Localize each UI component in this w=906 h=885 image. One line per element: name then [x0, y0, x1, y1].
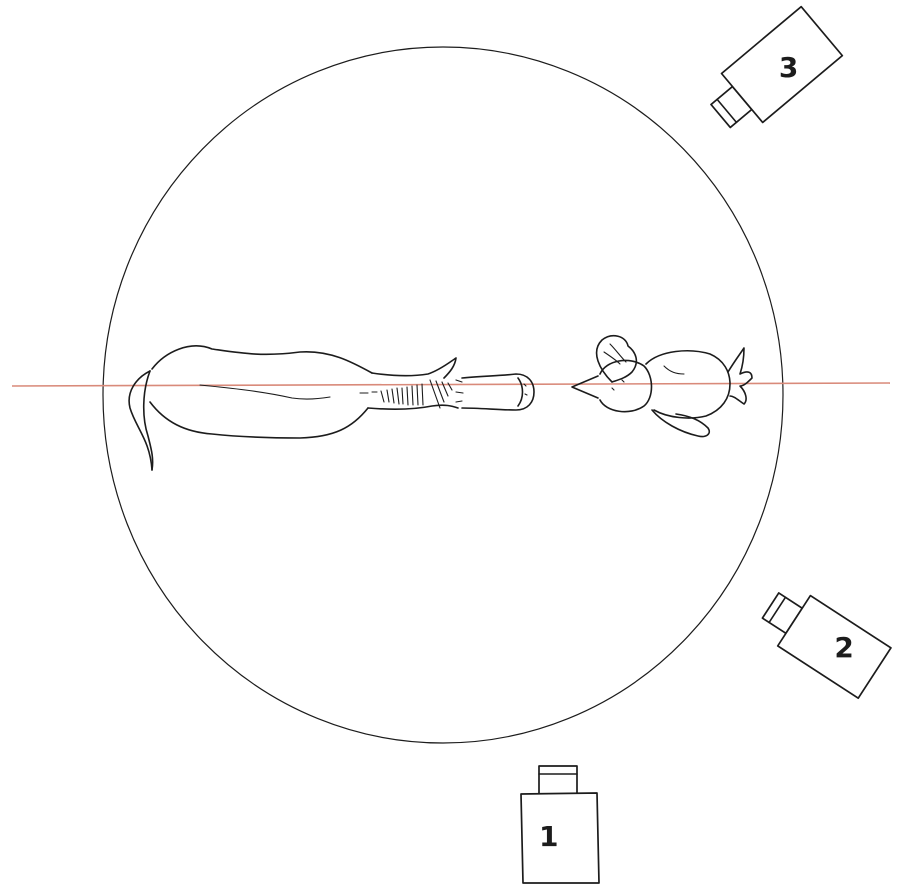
- camera-body: [521, 793, 599, 883]
- camera-3: 3: [700, 7, 842, 141]
- camera-icon: [539, 766, 577, 794]
- camera-1-label: 1: [539, 820, 558, 853]
- camera-1: 1: [521, 766, 599, 883]
- camera-2: 2: [754, 580, 891, 698]
- axis-of-action-line: [12, 383, 890, 386]
- bird-top-view-icon: [572, 336, 752, 437]
- camera-2-label: 2: [834, 631, 853, 664]
- staging-circle: [103, 47, 783, 743]
- camera-3-label: 3: [779, 51, 798, 84]
- horse-top-view-icon: [129, 346, 534, 470]
